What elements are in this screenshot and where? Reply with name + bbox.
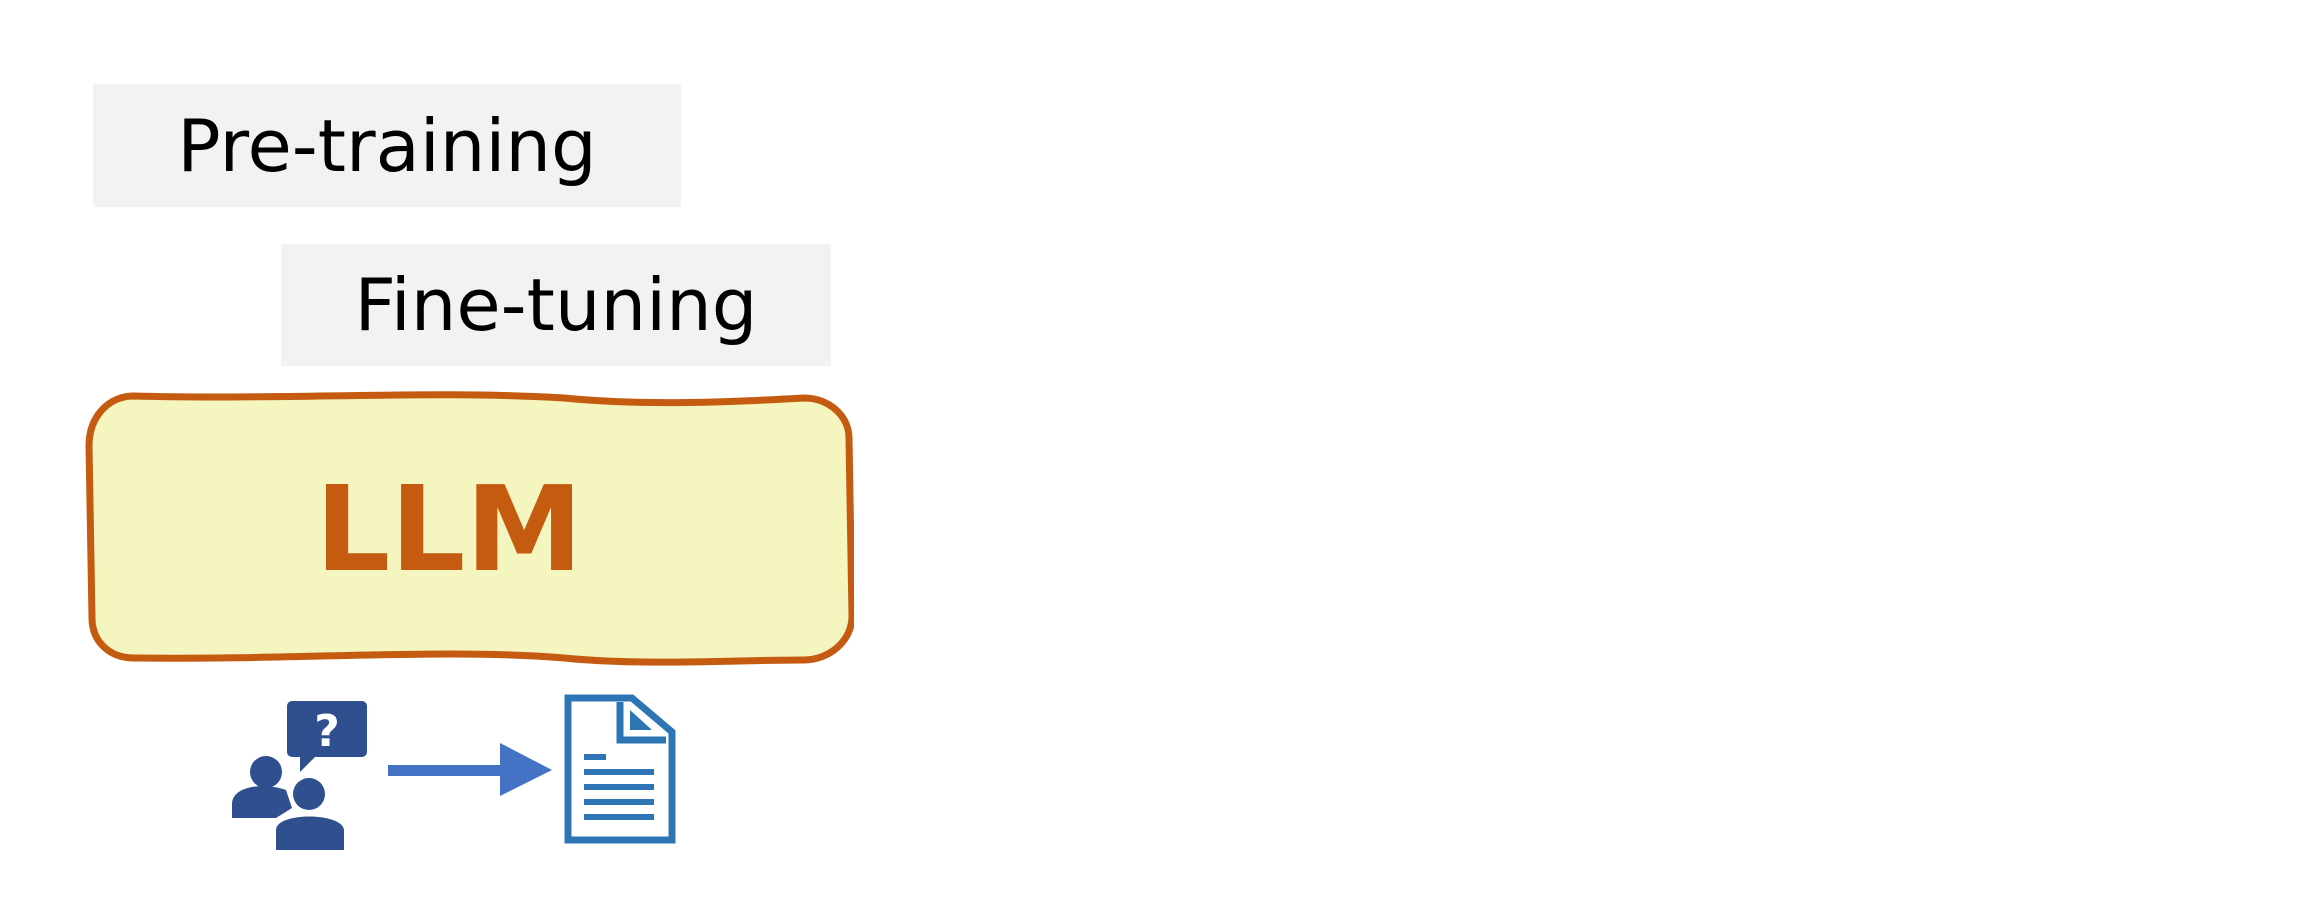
- pre-training-box: Pre-training: [93, 84, 681, 207]
- arrow-right-icon: [388, 743, 552, 796]
- llm-box-shape: [85, 391, 854, 666]
- document-icon: [564, 694, 676, 844]
- fine-tuning-box: Fine-tuning: [281, 244, 831, 366]
- svg-text:?: ?: [314, 706, 340, 757]
- pre-training-label: Pre-training: [177, 103, 597, 188]
- llm-label: LLM: [315, 460, 583, 598]
- input-output-icons: ?: [232, 694, 676, 850]
- fine-tuning-label: Fine-tuning: [354, 263, 758, 347]
- llm-box: LLM: [84, 386, 854, 672]
- users-question-icon: ?: [232, 701, 367, 850]
